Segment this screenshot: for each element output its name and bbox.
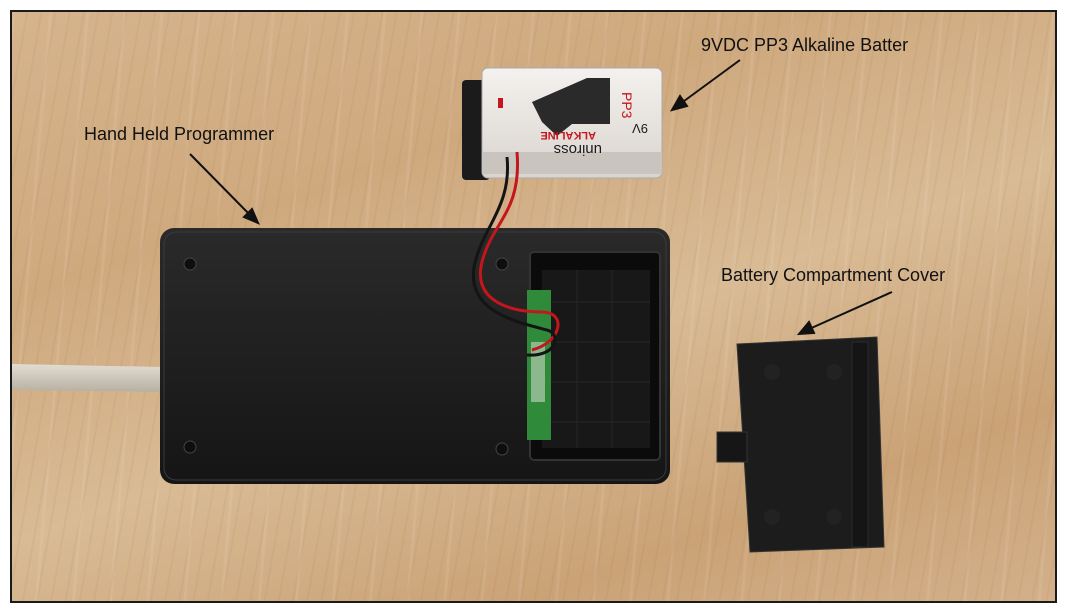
battery-label: 9VDC PP3 Alkaline Batter <box>701 35 909 55</box>
battery-type-text: ALKALINE <box>540 129 596 141</box>
battery-brand-text: uniross <box>554 141 602 158</box>
arrow-programmer <box>189 153 253 218</box>
photo-frame: PP3 ALKALINE uniross 9V 9VDC PP3 <box>10 10 1057 603</box>
screw-icon <box>495 257 509 271</box>
screw-icon <box>183 440 197 454</box>
hand-held-programmer <box>160 228 670 484</box>
screw-icon <box>495 442 509 456</box>
programmer-cable <box>12 364 162 392</box>
battery-voltage-text: 9V <box>632 121 648 136</box>
black-wire <box>471 156 557 357</box>
red-wire <box>478 151 560 352</box>
pp3-battery: PP3 ALKALINE uniross 9V <box>462 67 663 180</box>
arrow-cover <box>806 291 893 331</box>
battery-size-text: PP3 <box>619 92 635 119</box>
photo-scene: PP3 ALKALINE uniross 9V <box>12 59 893 553</box>
battery-compartment-cover <box>716 336 885 553</box>
programmer-label: Hand Held Programmer <box>84 124 275 144</box>
cover-label: Battery Compartment Cover <box>721 265 946 285</box>
screw-icon <box>183 257 197 271</box>
battery-logo <box>532 78 610 136</box>
arrow-battery <box>679 59 741 105</box>
